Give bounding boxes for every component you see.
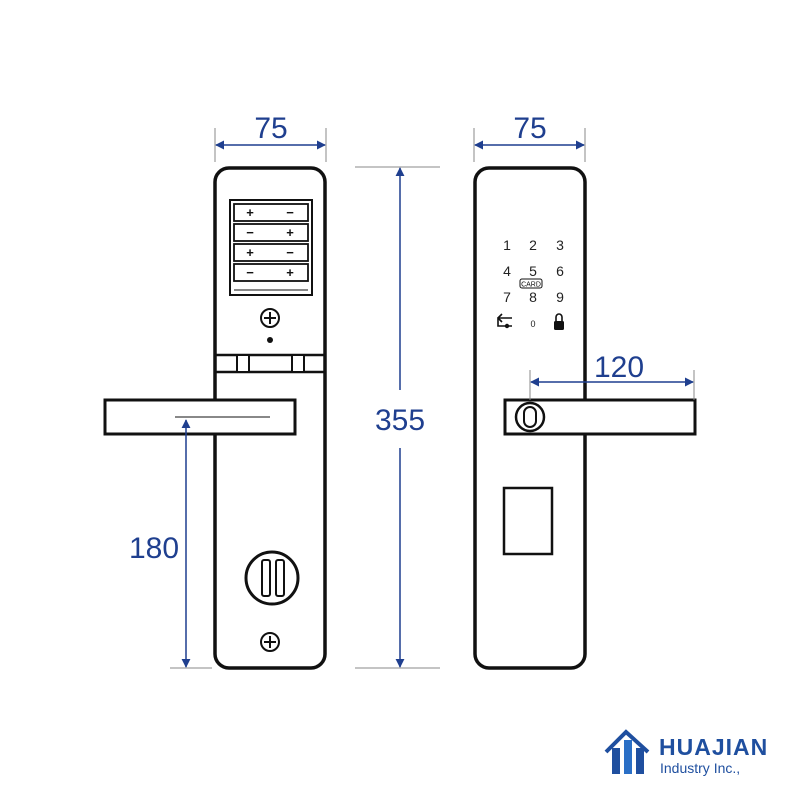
back-arrow-icon [497, 313, 512, 329]
keypad-key: 0 [530, 319, 535, 329]
dimension-handle-length: 120 [529, 351, 695, 400]
keypad-key: 9 [556, 289, 564, 305]
logo-subtitle: Industry Inc., [660, 760, 740, 776]
logo-house-icon [604, 729, 650, 774]
fingerprint-sensor-icon [514, 401, 546, 433]
dimension-height: 355 [355, 166, 440, 669]
battery-polarity: + [246, 205, 254, 220]
brand-logo: HUAJIAN Industry Inc., [604, 729, 768, 776]
battery-row-4: − + [233, 263, 309, 282]
keypad-key: 6 [556, 263, 564, 279]
card-label: CARD [521, 282, 541, 289]
battery-polarity: + [286, 225, 294, 240]
logo-name: HUAJIAN [659, 734, 768, 760]
battery-polarity: + [286, 265, 294, 280]
dimension-handle-height: 180 [129, 419, 212, 669]
keypad-key: 3 [556, 237, 564, 253]
lock-icon [554, 313, 564, 330]
battery-polarity: − [286, 205, 294, 220]
keypad-key: 7 [503, 289, 511, 305]
battery-polarity: − [246, 265, 254, 280]
dimension-right-width: 75 [473, 112, 586, 162]
dimension-label: 120 [594, 351, 644, 384]
dimension-label: 75 [254, 112, 287, 145]
battery-polarity: + [246, 245, 254, 260]
keypad-key: 5 [529, 263, 537, 279]
card-reader-area: CARD [519, 278, 543, 289]
battery-row-1: + − [233, 203, 309, 222]
keypad-key: 2 [529, 237, 537, 253]
mortise-band [215, 353, 325, 374]
indicator-hole [267, 337, 273, 343]
dimension-label: 180 [129, 532, 179, 565]
battery-row-2: − + [233, 223, 309, 242]
keypad-key: 4 [503, 263, 511, 279]
keypad: 1 2 3 4 5 6 CARD 7 8 9 0 [503, 237, 564, 329]
back-panel: + − − + + − − + [103, 166, 327, 670]
battery-row-3: + − [233, 243, 309, 262]
dimension-label: 355 [375, 404, 425, 437]
dimension-left-width: 75 [214, 112, 327, 162]
thumb-turn-icon [244, 550, 300, 606]
screw-icon [260, 308, 280, 328]
keypad-key: 8 [529, 289, 537, 305]
front-panel: 1 2 3 4 5 6 CARD 7 8 9 0 [473, 166, 697, 670]
battery-polarity: − [286, 245, 294, 260]
dimension-label: 75 [513, 112, 546, 145]
battery-polarity: − [246, 225, 254, 240]
screw-icon [260, 632, 280, 652]
cylinder-cover [502, 486, 554, 556]
keypad-key: 1 [503, 237, 511, 253]
